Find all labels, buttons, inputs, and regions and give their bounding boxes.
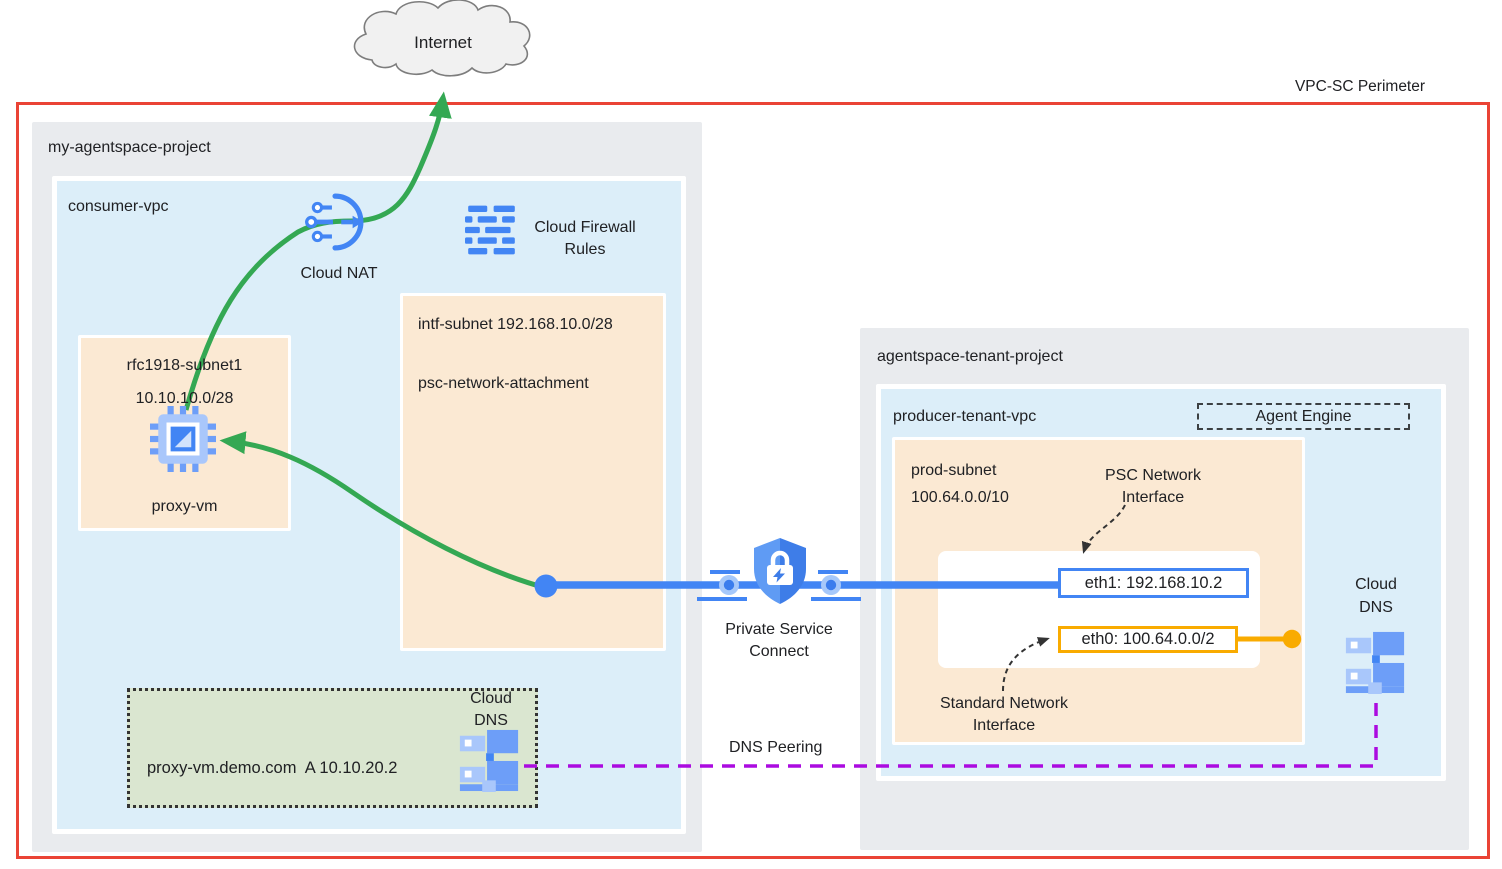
psc-label: Private Service Connect bbox=[725, 621, 833, 660]
dns-record-text: proxy-vm.demo.com A 10.10.20.2 bbox=[147, 759, 398, 777]
tenant-dns-label: Cloud DNS bbox=[1355, 576, 1397, 616]
internet-label: Internet bbox=[414, 33, 472, 52]
agent-engine-label: Agent Engine bbox=[1255, 407, 1352, 425]
eth1-interface-box: eth1: 192.168.10.2 bbox=[1058, 568, 1249, 598]
std-nic-label: Standard Network Interface bbox=[939, 695, 1069, 734]
intf-subnet-box bbox=[400, 293, 666, 651]
producer-vpc-title: producer-tenant-vpc bbox=[893, 408, 1037, 425]
compute-engine-icon bbox=[150, 406, 216, 472]
prod-subnet-name: prod-subnet bbox=[911, 462, 997, 479]
cloud-nat-label: Cloud NAT bbox=[300, 265, 378, 282]
firewall-label: Cloud Firewall Rules bbox=[534, 219, 636, 258]
dns-peering-label: DNS Peering bbox=[729, 739, 823, 756]
consumer-project-title: my-agentspace-project bbox=[48, 139, 211, 156]
eth1-label: eth1: 192.168.10.2 bbox=[1084, 573, 1223, 592]
cloud-dns-icon bbox=[1345, 631, 1405, 694]
cloud-dns-icon bbox=[459, 729, 519, 792]
rfc1918-subnet-name: rfc1918-subnet1 bbox=[126, 357, 243, 374]
agent-engine-box: Agent Engine bbox=[1197, 403, 1410, 430]
consumer-vpc-title: consumer-vpc bbox=[68, 198, 169, 215]
cloud-nat-icon bbox=[305, 193, 364, 251]
eth0-interface-box: eth0: 100.64.0.0/2 bbox=[1058, 626, 1238, 653]
cloud-firewall-rules-icon bbox=[465, 205, 515, 255]
intf-subnet-label: intf-subnet 192.168.10.0/28 bbox=[418, 316, 613, 333]
vpc-sc-perimeter-box bbox=[16, 102, 1490, 859]
tenant-project-title: agentspace-tenant-project bbox=[877, 348, 1063, 365]
rfc1918-subnet-cidr: 10.10.10.0/28 bbox=[135, 390, 234, 407]
psc-network-attachment-label: psc-network-attachment bbox=[418, 375, 589, 392]
prod-subnet-cidr: 100.64.0.0/10 bbox=[911, 489, 1009, 506]
psc-nic-label: PSC Network Interface bbox=[1104, 467, 1202, 506]
private-service-connect-icon bbox=[754, 538, 806, 604]
perimeter-label: VPC-SC Perimeter bbox=[1294, 78, 1426, 95]
eth0-label: eth0: 100.64.0.0/2 bbox=[1081, 630, 1215, 648]
zone-dns-label: Cloud DNS bbox=[470, 690, 512, 729]
proxy-vm-label: proxy-vm bbox=[151, 498, 218, 515]
